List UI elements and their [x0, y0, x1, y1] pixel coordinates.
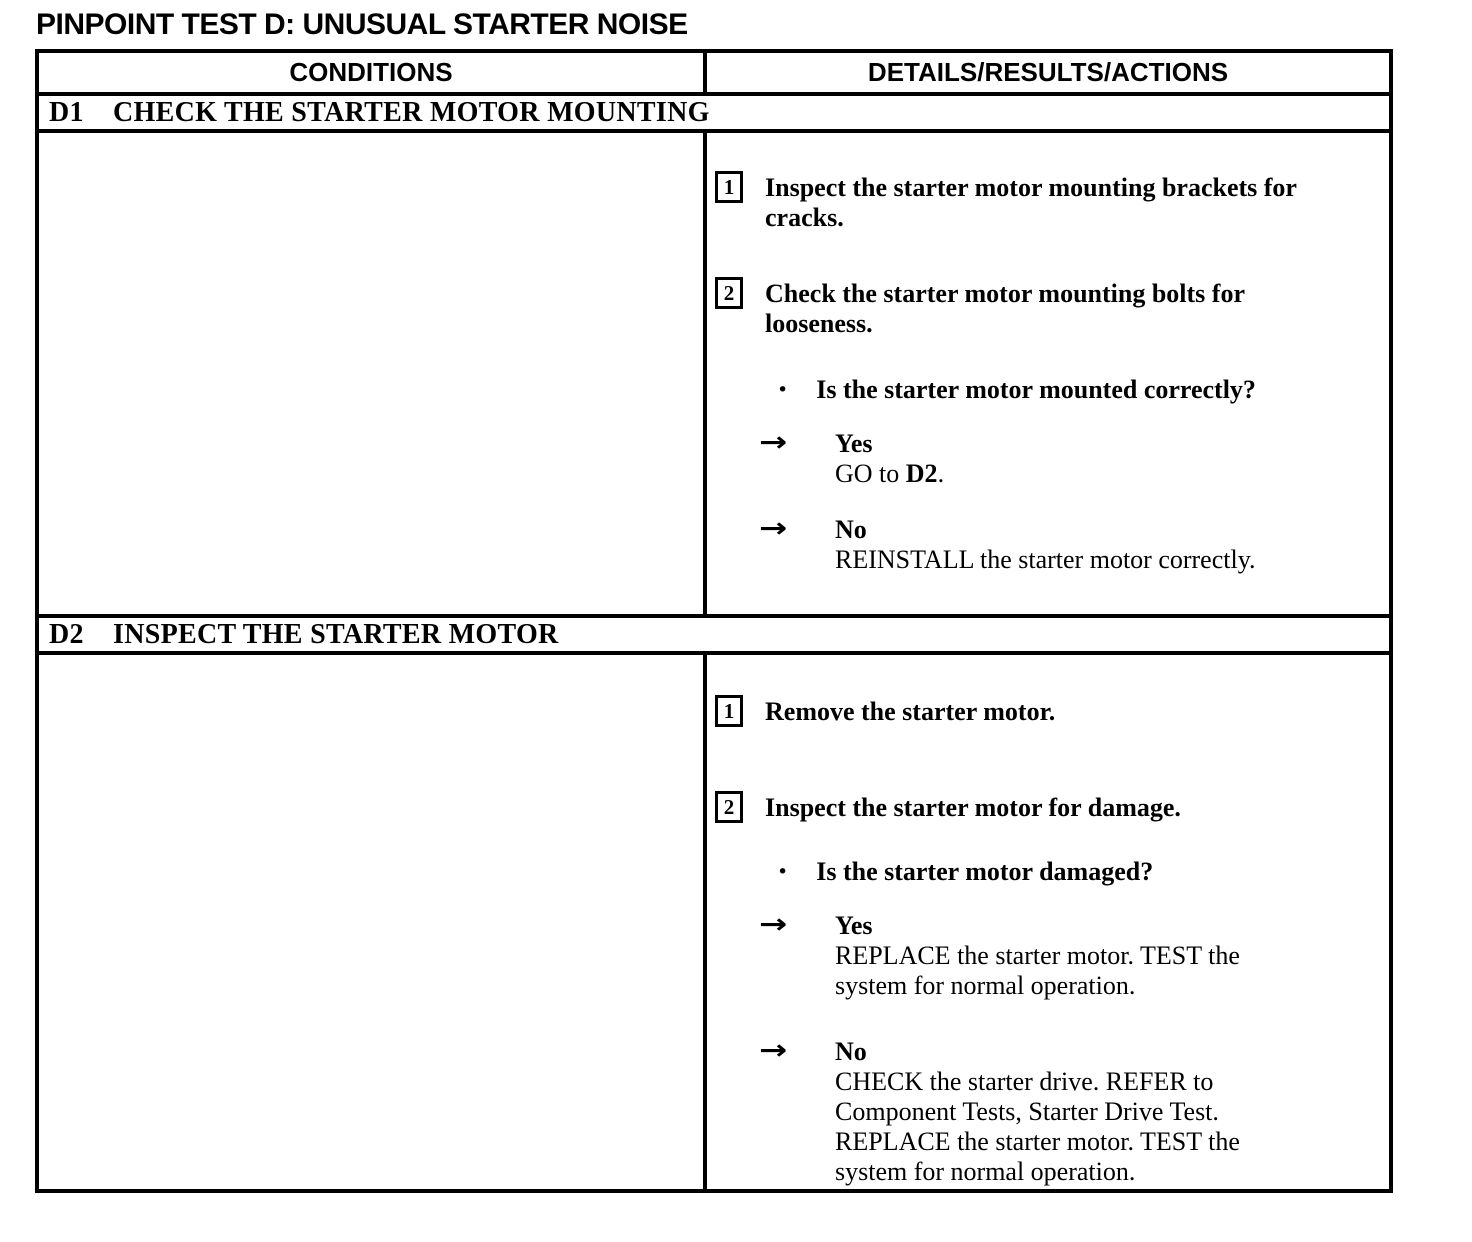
details-cell-d2: 1 Remove the starter motor. 2 Inspect the s… — [707, 655, 1389, 1189]
answer-text: CHECK the starter drive. REFER to Compon… — [835, 1067, 1240, 1186]
pinpoint-test-table: CONDITIONS DETAILS/RESULTS/ACTIONS D1 CH… — [35, 49, 1393, 1193]
decision-question: • Is the starter motor mounted correctly? — [777, 375, 1383, 405]
conditions-cell-d1 — [39, 133, 707, 614]
details-items-d1: 1 Inspect the starter motor mounting brac… — [715, 133, 1383, 575]
details-cell-d1: 1 Inspect the starter motor mounting brac… — [707, 133, 1389, 614]
arrow-icon: → — [759, 909, 788, 940]
details-items-d2: 1 Remove the starter motor. 2 Inspect the s… — [715, 655, 1383, 1187]
conditions-cell-d2 — [39, 655, 707, 1189]
table-header-row: CONDITIONS DETAILS/RESULTS/ACTIONS — [39, 53, 1389, 96]
question-text: Is the starter motor damaged? — [816, 857, 1154, 886]
procedure-step: 2 Check the starter motor mounting bolts … — [715, 277, 1383, 339]
procedure-step: 1 Remove the starter motor. — [715, 695, 1383, 727]
arrow-icon: → — [759, 427, 788, 458]
decision-question: • Is the starter motor damaged? — [777, 857, 1383, 887]
answer-label: No — [835, 1037, 867, 1066]
step-text: Check the starter motor mounting bolts f… — [765, 279, 1245, 338]
step-text: Remove the starter motor. — [765, 697, 1056, 726]
step-text: Inspect the starter motor for damage. — [765, 793, 1181, 822]
question-text: Is the starter motor mounted correctly? — [816, 375, 1256, 404]
test-step-banner-d2: D2 INSPECT THE STARTER MOTOR — [39, 618, 1389, 655]
procedure-step: 2 Inspect the starter motor for damage. — [715, 791, 1383, 823]
answer-text: REINSTALL the starter motor correctly. — [835, 545, 1256, 574]
test-step-id: D2 — [49, 618, 84, 650]
answer-text: GO to D2. — [835, 459, 945, 488]
arrow-icon: → — [759, 1035, 788, 1066]
step-number-box: 2 — [715, 791, 743, 823]
test-step-id: D1 — [49, 96, 84, 128]
step-number-box: 2 — [715, 277, 743, 309]
page-title: PINPOINT TEST D: UNUSUAL STARTER NOISE — [36, 8, 688, 41]
step-number-box: 1 — [715, 171, 743, 203]
bullet-icon: • — [777, 861, 789, 883]
test-step-title: CHECK THE STARTER MOTOR MOUNTING — [113, 96, 710, 128]
answer-label: No — [835, 515, 867, 544]
test-step-body-d2: 1 Remove the starter motor. 2 Inspect the s… — [39, 655, 1389, 1189]
arrow-icon: → — [759, 513, 788, 544]
test-step-body-d1: 1 Inspect the starter motor mounting brac… — [39, 133, 1389, 618]
column-header-conditions: CONDITIONS — [39, 53, 707, 92]
manual-page: PINPOINT TEST D: UNUSUAL STARTER NOISE C… — [35, 8, 1393, 1193]
step-number-box: 1 — [715, 695, 743, 727]
answer-text: REPLACE the starter motor. TEST the syst… — [835, 941, 1240, 1000]
bullet-icon: • — [777, 379, 789, 401]
step-text: Inspect the starter motor mounting brack… — [765, 173, 1297, 232]
column-header-details: DETAILS/RESULTS/ACTIONS — [867, 57, 1229, 87]
test-step-banner-d1: D1 CHECK THE STARTER MOTOR MOUNTING — [39, 96, 1389, 133]
procedure-step: 1 Inspect the starter motor mounting brac… — [715, 171, 1383, 233]
answer-label: Yes — [835, 429, 873, 458]
answer-label: Yes — [835, 911, 873, 940]
test-step-title: INSPECT THE STARTER MOTOR — [113, 618, 559, 650]
